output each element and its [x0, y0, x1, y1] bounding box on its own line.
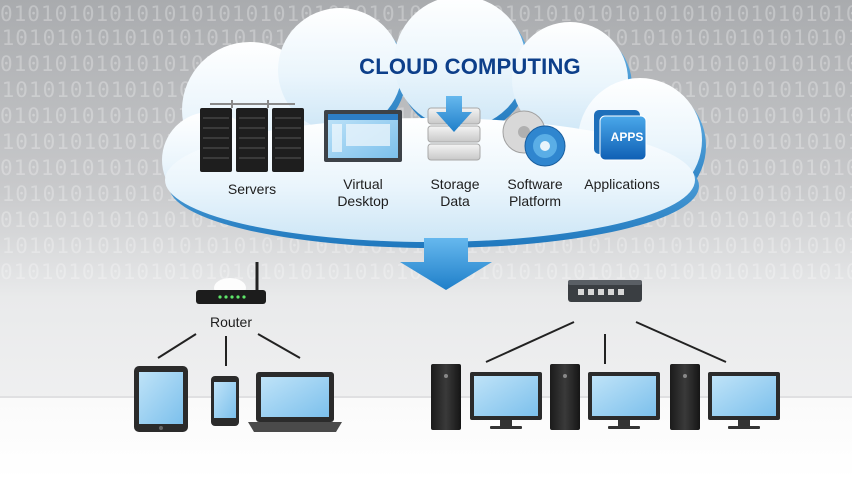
label-applications: Applications — [576, 176, 668, 193]
download-arrow-icon — [400, 238, 492, 290]
label-line: Servers — [227, 181, 277, 197]
virtual-desktop-icon — [324, 110, 402, 162]
switch-connections — [485, 321, 727, 364]
label-storage-data: Storage Data — [415, 176, 495, 210]
laptop-icon — [248, 372, 342, 432]
floor-line — [0, 396, 852, 398]
label-line: Platform — [508, 193, 562, 209]
applications-icon — [594, 110, 647, 161]
label-line: Software — [507, 176, 563, 192]
software-platform-icon — [502, 110, 566, 167]
label-line: Storage — [430, 176, 480, 192]
router-icon — [196, 262, 266, 304]
phone-icon — [211, 376, 239, 426]
network-switch-icon — [568, 280, 642, 302]
storage-data-icon — [427, 96, 481, 161]
label-software-platform: Software Platform — [495, 176, 575, 210]
servers-icon — [200, 100, 304, 172]
apps-icon-text: APPS — [610, 130, 644, 144]
label-line: Virtual — [343, 176, 383, 192]
label-line: Data — [440, 193, 470, 209]
label-servers: Servers — [212, 181, 292, 198]
tablet-icon — [134, 366, 188, 432]
desktop-pc-1 — [431, 364, 542, 430]
cloud-title: CLOUD COMPUTING — [359, 54, 581, 79]
desktop-pc-3 — [670, 364, 780, 430]
label-line: Desktop — [337, 193, 389, 209]
label-virtual-desktop: Virtual Desktop — [323, 176, 403, 210]
router-connections — [157, 333, 301, 366]
label-line: Applications — [584, 176, 660, 192]
router-label: Router — [209, 314, 253, 330]
desktop-pc-2 — [550, 364, 660, 430]
